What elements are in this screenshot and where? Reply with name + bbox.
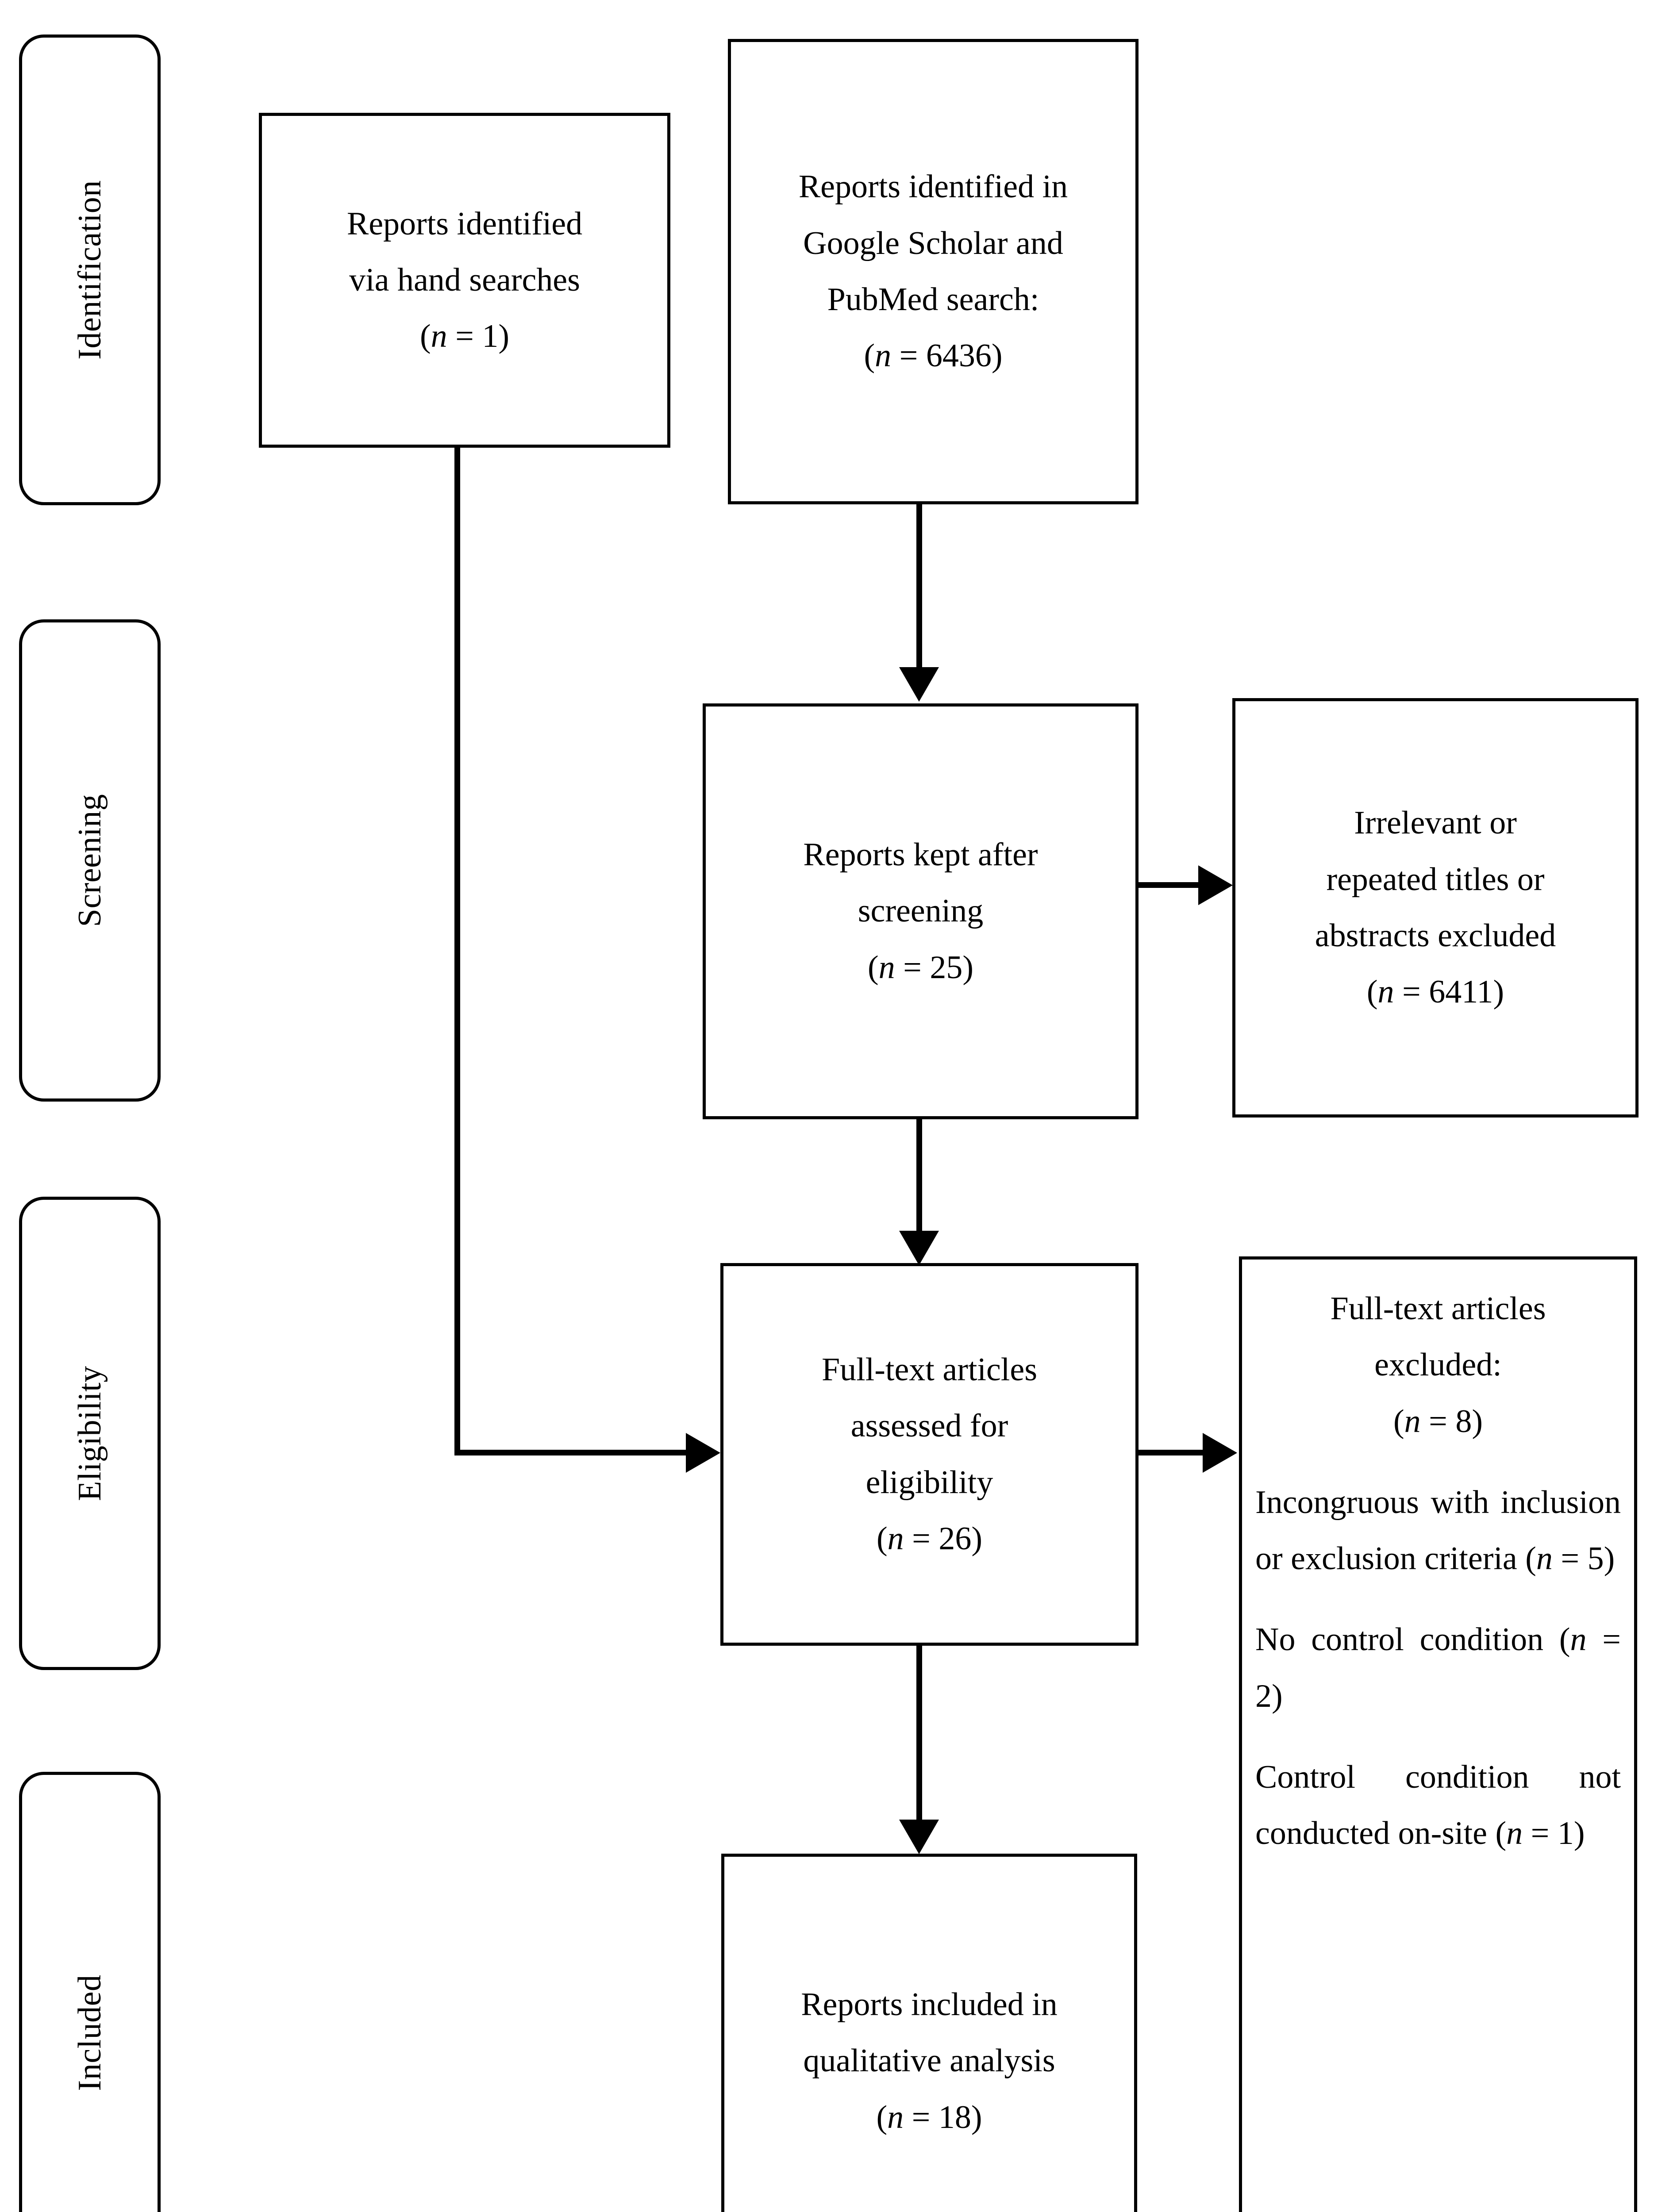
box-screened-count: (n = 25)	[867, 949, 974, 986]
connector-screened-to-excluded-arrowhead	[1198, 865, 1233, 905]
connector-eligibility-to-excluded	[1135, 1450, 1223, 1455]
phase-identification-label: Identification	[72, 180, 108, 360]
box-screen-excluded: Irrelevant or repeated titles or abstrac…	[1232, 698, 1639, 1118]
box-included: Reports included in qualitative analysis…	[721, 1854, 1137, 2212]
box-eligibility-line3: eligibility	[865, 1464, 993, 1501]
box-eligibility: Full-text articles assessed for eligibil…	[720, 1263, 1139, 1646]
box-included-line1: Reports included in	[801, 1986, 1058, 2023]
connector-handsearch-horizontal	[454, 1450, 693, 1455]
box-database-search-line2: Google Scholar and	[803, 225, 1063, 261]
connector-eligibility-to-excluded-arrowhead	[1203, 1433, 1237, 1473]
box-database-search-line3: PubMed search:	[827, 281, 1039, 318]
box-fulltext-excluded: Full-text articles excluded: (n = 8) Inc…	[1239, 1256, 1637, 2212]
box-database-search: Reports identified in Google Scholar and…	[728, 39, 1139, 504]
box-screen-excluded-count: (n = 6411)	[1366, 974, 1504, 1010]
box-database-search-count: (n = 6436)	[864, 338, 1003, 374]
connector-handsearch-vertical	[454, 445, 460, 1455]
connector-search-to-screened-arrowhead	[899, 667, 939, 702]
box-screen-excluded-line1: Irrelevant or	[1354, 805, 1517, 841]
box-screen-excluded-line2: repeated titles or	[1326, 861, 1545, 898]
box-included-line2: qualitative analysis	[803, 2043, 1055, 2079]
box-fulltext-excluded-reason-2: No control condition (n = 2)	[1255, 1621, 1621, 1714]
box-hand-search: Reports identified via hand searches (n …	[259, 113, 670, 448]
connector-screened-to-eligibility-arrowhead	[899, 1231, 939, 1265]
box-fulltext-excluded-head2: excluded:	[1374, 1347, 1502, 1383]
phase-included-label: Included	[72, 1974, 108, 2091]
box-eligibility-line2: assessed for	[850, 1408, 1008, 1444]
connector-eligibility-to-included	[916, 1644, 922, 1836]
box-fulltext-excluded-reason-3: Control condition not conducted on-site …	[1255, 1759, 1621, 1852]
box-eligibility-line1: Full-text articles	[821, 1351, 1038, 1388]
box-screened-line2: screening	[858, 893, 984, 929]
phase-screening: Screening	[19, 619, 161, 1102]
box-screened: Reports kept after screening (n = 25)	[703, 703, 1139, 1119]
box-database-search-line1: Reports identified in	[798, 169, 1068, 205]
box-hand-search-line1: Reports identified	[346, 205, 583, 242]
box-eligibility-count: (n = 26)	[876, 1520, 983, 1557]
box-hand-search-line2: via hand searches	[349, 261, 580, 298]
phase-included: Included	[19, 1772, 161, 2212]
box-fulltext-excluded-head1: Full-text articles	[1330, 1290, 1546, 1327]
box-screened-line1: Reports kept after	[803, 837, 1038, 873]
connector-handsearch-arrowhead	[686, 1433, 720, 1473]
connector-eligibility-to-included-arrowhead	[899, 1820, 939, 1854]
connector-screened-to-eligibility	[916, 1118, 922, 1246]
box-hand-search-count: (n = 1)	[419, 318, 510, 355]
phase-identification: Identification	[19, 35, 161, 505]
phase-screening-label: Screening	[72, 794, 108, 927]
box-fulltext-excluded-reason-1: Incongruous with inclusion or exclusion …	[1255, 1484, 1621, 1577]
box-included-count: (n = 18)	[876, 2099, 982, 2135]
connector-search-to-screened	[916, 503, 922, 669]
box-screen-excluded-line3: abstracts excluded	[1315, 918, 1556, 954]
phase-eligibility: Eligibility	[19, 1197, 161, 1670]
phase-eligibility-label: Eligibility	[72, 1366, 108, 1501]
connector-screened-to-excluded	[1135, 882, 1219, 888]
box-fulltext-excluded-count: (n = 8)	[1393, 1403, 1483, 1440]
